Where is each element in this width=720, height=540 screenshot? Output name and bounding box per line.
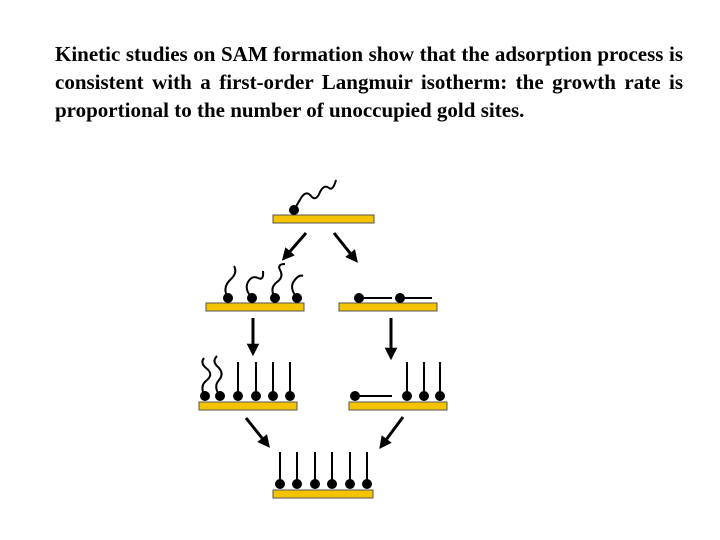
- gold-surface: [272, 214, 375, 224]
- stage-fully-ordered: [272, 452, 374, 499]
- arrow-down-left: [379, 416, 405, 450]
- description-paragraph: Kinetic studies on SAM formation show th…: [55, 42, 683, 122]
- arrow-down-right: [244, 417, 270, 448]
- stage-lying-down: [338, 293, 438, 312]
- alkyl-chain: [271, 263, 286, 299]
- alkyl-chain: [213, 355, 223, 397]
- alkyl-chain: [201, 357, 212, 397]
- alkyl-chain: [224, 265, 237, 299]
- arrow-down-left: [281, 232, 308, 261]
- alkyl-chain: [293, 179, 337, 211]
- gold-surface: [198, 401, 298, 411]
- gold-surface: [205, 302, 305, 312]
- gold-surface: [272, 489, 374, 499]
- alkyl-chain: [245, 270, 265, 299]
- alkyl-chain: [291, 274, 304, 299]
- gold-surface: [348, 401, 448, 411]
- stage-mixed: [348, 362, 448, 411]
- gold-surface: [338, 302, 438, 312]
- stage-standing-disordered: [205, 263, 305, 312]
- stage-partially-ordered: [198, 355, 298, 411]
- arrow-down-right: [332, 232, 358, 263]
- stage-single-molecule: [272, 179, 375, 224]
